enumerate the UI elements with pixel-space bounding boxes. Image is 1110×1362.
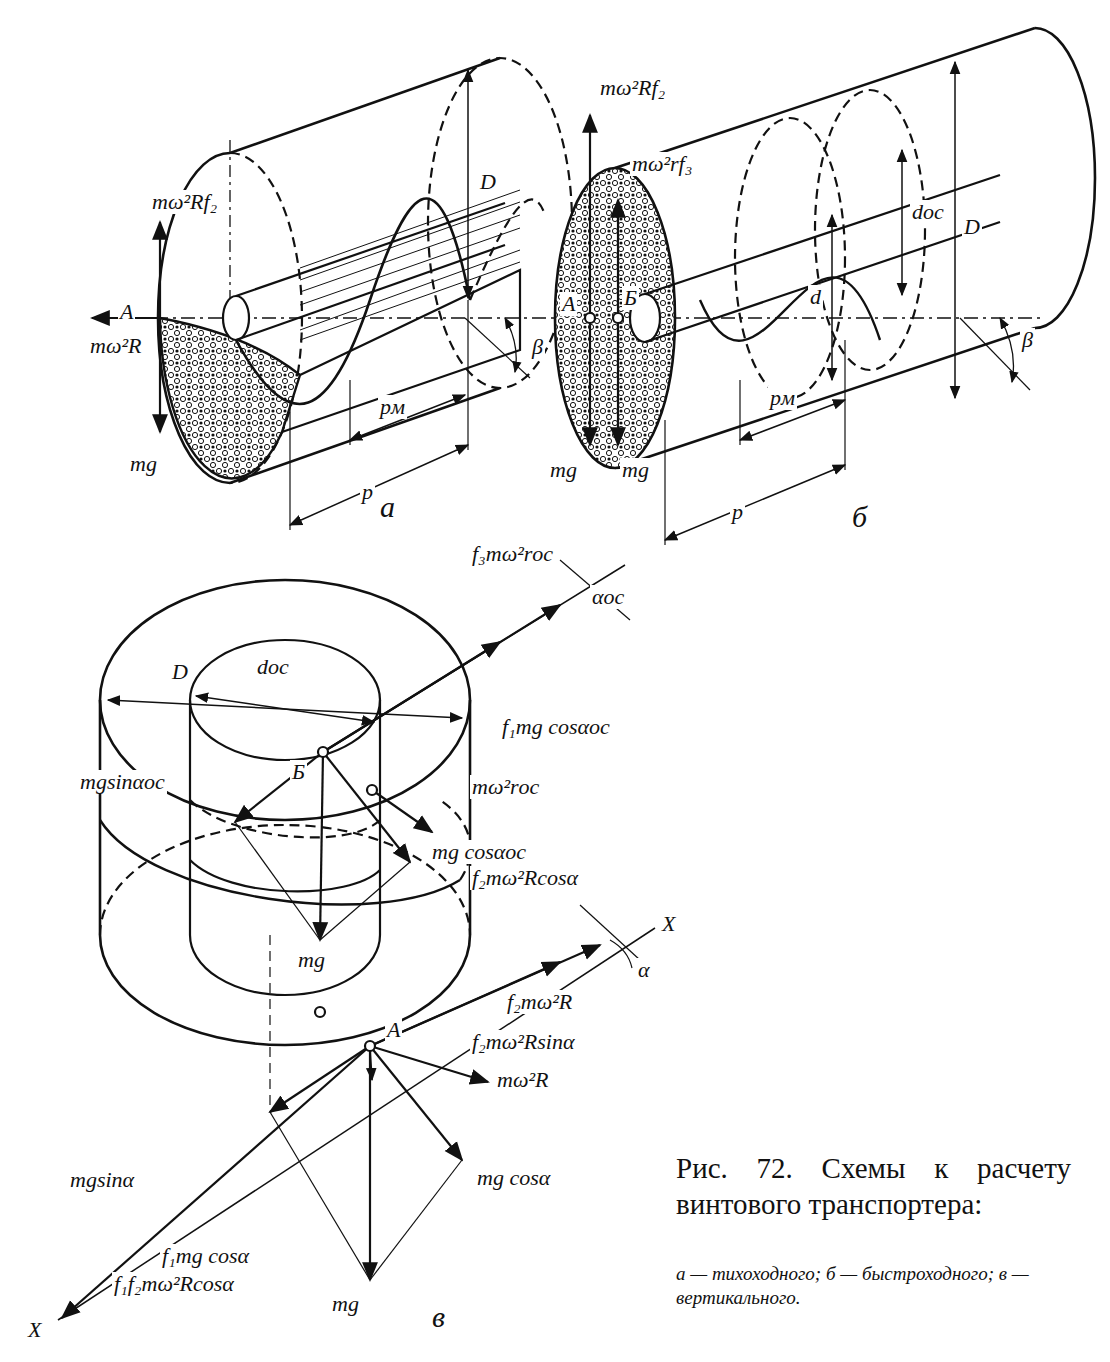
force-label: p [360, 480, 375, 504]
force-label: A [118, 300, 135, 324]
force-label: β [530, 335, 545, 359]
force-label: D [170, 660, 190, 684]
hatching [300, 190, 520, 340]
force-label: D [478, 170, 498, 194]
force-label: A [385, 1018, 402, 1042]
force-label: mω²Rf₂ [598, 76, 667, 100]
force-label: Б [290, 760, 307, 784]
force-label: f₁mg cosαос [500, 715, 612, 739]
force-label: X [26, 1318, 43, 1342]
force-label: mg [128, 452, 159, 476]
force-label: αос [590, 585, 626, 609]
force-label: f₂mω²Rcosα [470, 866, 580, 890]
force-label: D [962, 215, 982, 239]
force-label: f₁mg cosα [160, 1244, 251, 1268]
force-label: mgsinα [68, 1168, 136, 1192]
force-label: f₃mω²rос [470, 542, 555, 566]
force-label: α [636, 958, 652, 982]
force-label: dос [910, 200, 946, 224]
force-label: mω²R [495, 1068, 550, 1092]
force-label: mω²Rf₂ [150, 190, 219, 214]
drawing-lines [58, 28, 1095, 1320]
force-label: A [560, 292, 577, 316]
force-label: mω²rf₃ [630, 152, 694, 176]
force-label: mg cosαос [430, 840, 528, 864]
force-label: mg [296, 948, 327, 972]
force-label: f₁f₂mω²Rcosα [112, 1272, 236, 1296]
force-label: mg [620, 458, 651, 482]
force-label: β [1020, 328, 1035, 352]
figure-caption: Рис. 72. Схемы к расчету винтового транс… [676, 1150, 1071, 1223]
force-label: p [730, 500, 745, 524]
force-label: mgsinαос [78, 770, 167, 794]
force-label: f₂mω²Rsinα [470, 1030, 576, 1054]
force-label: б [850, 500, 869, 533]
force-label: mω²R [88, 334, 143, 358]
force-label: Б [622, 286, 639, 310]
force-label: в [430, 1300, 447, 1333]
force-label: а [378, 490, 397, 523]
force-label: pм [768, 386, 797, 410]
force-label: mg cosα [475, 1166, 552, 1190]
force-label: mω²rос [470, 775, 541, 799]
caption-legend: а — тихоходного; б — быстроходного; в — … [676, 1262, 1071, 1310]
force-label: pм [378, 395, 407, 419]
force-label: X [660, 912, 677, 936]
force-label: dос [255, 655, 291, 679]
force-label: mg [548, 458, 579, 482]
force-label: d [808, 285, 823, 309]
force-label: mg [330, 1292, 361, 1316]
force-label: f₂mω²R [505, 990, 574, 1014]
